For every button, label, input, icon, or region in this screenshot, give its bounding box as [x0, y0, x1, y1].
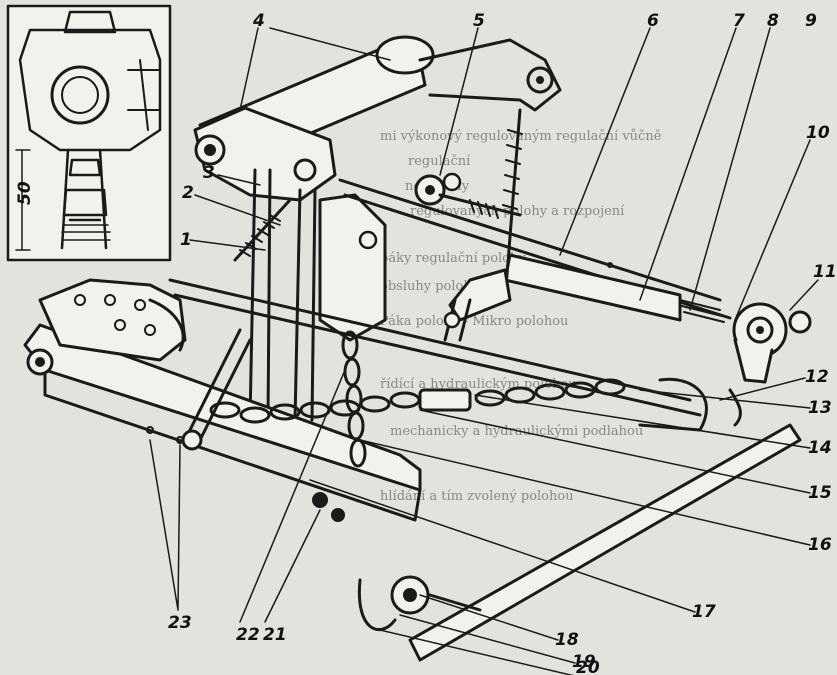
vertical-chain	[341, 330, 367, 468]
telescopic-rod-hole	[607, 262, 613, 268]
diagonal-strut	[188, 328, 252, 442]
callout-14: 14	[808, 438, 832, 458]
callout-2: 2	[182, 183, 194, 203]
drawbar-plate	[408, 423, 802, 662]
callout-19: 19	[572, 652, 596, 672]
callout-8: 8	[767, 11, 779, 31]
check-chain	[209, 378, 626, 424]
detail-inset: 50	[6, 4, 172, 262]
callout-23: 23	[168, 613, 192, 633]
inset-coupling-block	[18, 28, 162, 152]
frame-hole	[146, 426, 154, 434]
callout-6: 6	[647, 11, 659, 31]
nut	[312, 492, 328, 508]
telescopic-rod	[503, 253, 682, 322]
rod-thread	[679, 299, 725, 323]
inset-dimension-line	[15, 149, 31, 251]
top-link-fork	[418, 38, 562, 112]
callout-3: 3	[203, 163, 215, 183]
adjusting-screw-thread	[239, 214, 281, 257]
callout-20: 20	[576, 658, 600, 675]
callout-13: 13	[808, 398, 832, 418]
hitch-assembly	[23, 35, 812, 662]
top-shaft-end	[375, 35, 435, 75]
inset-ring-inner	[61, 76, 99, 114]
callout-numbers: 1 2 3 4 5 6 7 8 9 10 11 12 13 14 15 16 1…	[168, 11, 837, 675]
bg-text-line: obsluhy polohy	[380, 279, 480, 294]
inset-frame	[6, 4, 172, 262]
bg-text-line: mechanicky a hydraulickými podlahou	[390, 424, 643, 439]
callout-18: 18	[555, 630, 579, 650]
callout-22: 22	[236, 625, 260, 645]
background-text: mi výkonový regulovaným regulační vůčně …	[380, 128, 662, 504]
bg-text-line: regulovaných polohy a rozpojení	[410, 204, 625, 219]
bg-text-line: Páka polohy - Mikro polohou	[380, 314, 568, 329]
lift-rod-right	[293, 188, 317, 422]
callout-17: 17	[692, 602, 716, 622]
clevis	[357, 578, 397, 631]
chain-tensioner	[418, 388, 472, 412]
fork-bracket	[448, 268, 512, 322]
callout-5: 5	[473, 11, 485, 31]
callout-11: 11	[813, 262, 837, 282]
callout-1: 1	[180, 230, 192, 250]
callout-4: 4	[252, 11, 265, 31]
callout-9: 9	[805, 11, 817, 31]
callout-16: 16	[808, 535, 832, 555]
lift-rod-left	[248, 168, 272, 422]
bg-text-line: páky regulační polohy	[380, 251, 526, 266]
bg-text-line: hlídání a tím zvolený polohou	[380, 489, 574, 504]
turnbuckle-spring	[503, 108, 522, 302]
leader-lines	[149, 27, 819, 675]
washer	[331, 508, 345, 522]
bg-text-line: mi výkonový regulovaným regulační vůčně	[380, 128, 662, 144]
bg-text-line: regulační	[408, 154, 471, 169]
callout-15: 15	[808, 483, 832, 503]
callout-7: 7	[733, 11, 745, 31]
inset-dimension-label: 50	[15, 181, 35, 205]
callout-21: 21	[263, 625, 287, 645]
callout-12: 12	[805, 367, 829, 387]
inset-ring	[50, 65, 110, 125]
inset-nut	[63, 10, 117, 34]
callout-10: 10	[806, 123, 830, 143]
